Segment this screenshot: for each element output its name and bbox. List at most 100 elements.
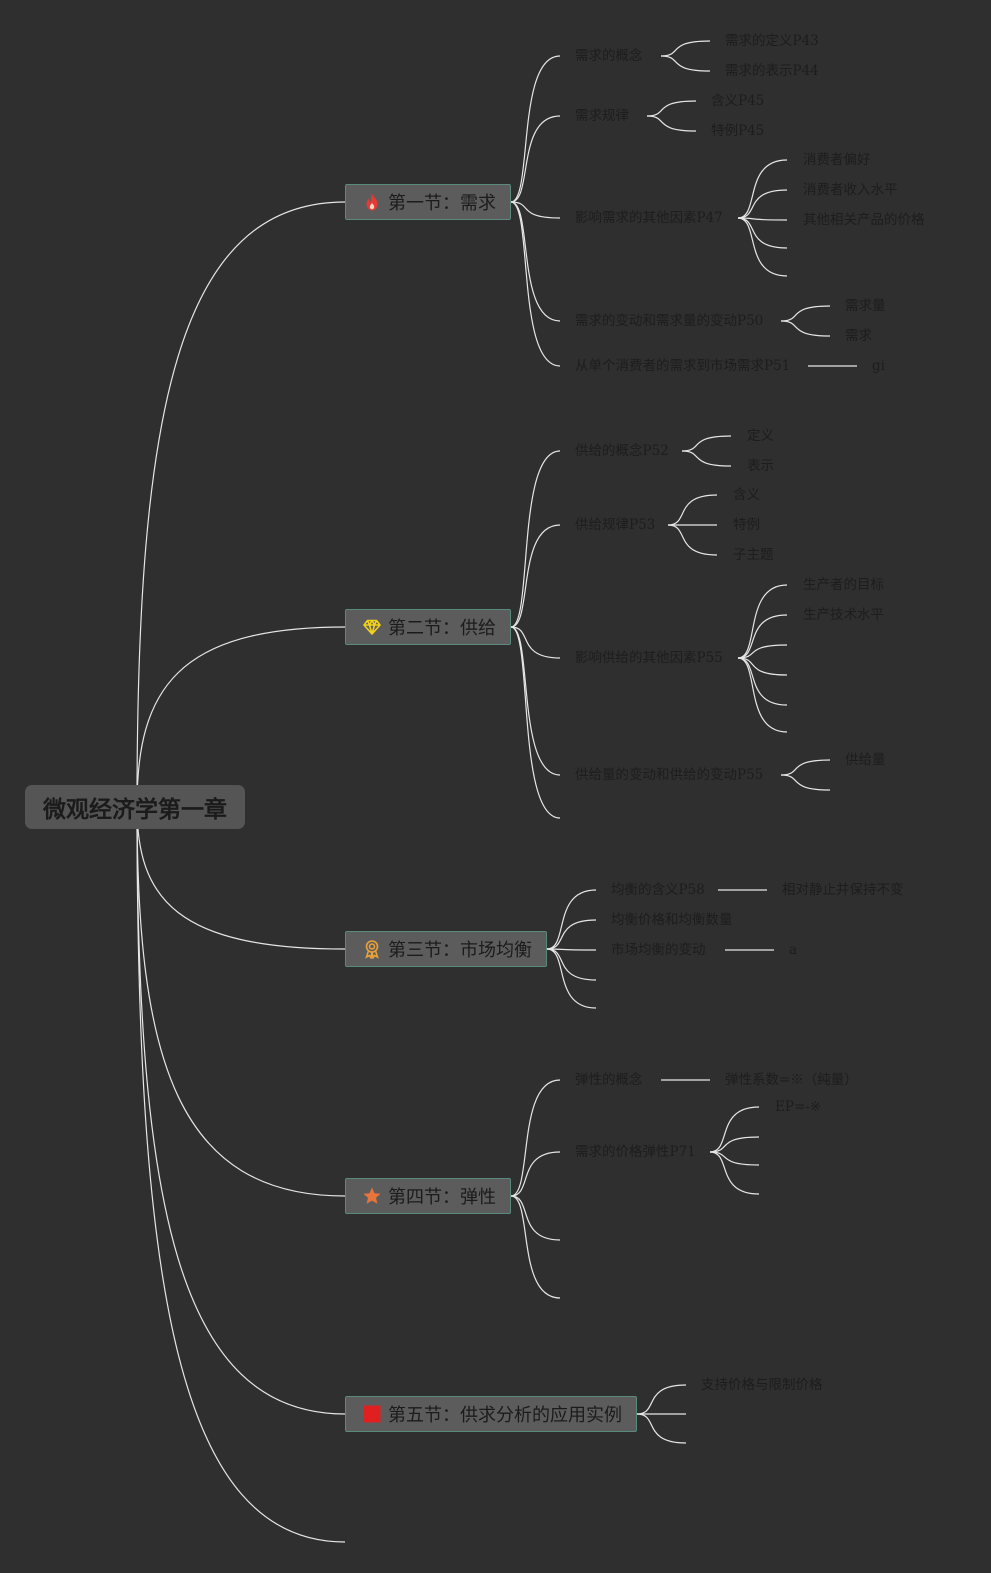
leaf-topic[interactable]: 生产技术水平: [803, 607, 884, 623]
section-connector: [510, 201, 561, 367]
root-connector: [136, 201, 346, 807]
section-connector: [546, 919, 597, 950]
connector-line: [737, 644, 788, 659]
leaf-topic[interactable]: 特例: [733, 517, 760, 533]
topic-supply-factors[interactable]: 影响供给的其他因素P55: [575, 650, 723, 666]
topic-demand-change[interactable]: 需求的变动和需求量的变动P50: [575, 313, 764, 329]
topic-price-elasticity[interactable]: 需求的价格弹性P71: [575, 1144, 696, 1160]
connector-line: [780, 305, 831, 322]
section-connector: [510, 1079, 561, 1197]
topic-supply-law[interactable]: 供给规律P53: [575, 517, 656, 533]
section-label: 第一节：需求: [388, 193, 496, 214]
section-connector: [510, 1151, 561, 1197]
topic-equilibrium-change[interactable]: 市场均衡的变动: [611, 942, 706, 958]
leaf-topic[interactable]: 需求的表示P44: [725, 63, 819, 79]
section-label: 第五节：供求分析的应用实例: [388, 1405, 622, 1426]
connector-line: [737, 217, 788, 221]
section-connector: [510, 524, 561, 628]
leaf-topic[interactable]: 特例P45: [711, 123, 765, 139]
section-label: 第三节：市场均衡: [388, 940, 532, 961]
topic-supply-concept[interactable]: 供给的概念P52: [575, 443, 669, 459]
connector-line: [737, 657, 788, 733]
connector-line: [681, 435, 732, 452]
section-connector: [546, 948, 597, 951]
connector-line: [780, 320, 831, 337]
leaf-topic[interactable]: 消费者收入水平: [803, 182, 898, 198]
section-label: 第四节：弹性: [388, 1187, 496, 1208]
leaf-topic[interactable]: a: [789, 942, 798, 958]
connector-line: [709, 1151, 760, 1166]
section-connector: [510, 115, 561, 203]
leaf-topic[interactable]: 子主题: [733, 547, 774, 563]
leaf-topic[interactable]: 含义P45: [711, 93, 765, 109]
section-node-2[interactable]: 第二节：供给: [345, 609, 511, 645]
root-topic[interactable]: 微观经济学第一章: [25, 785, 245, 829]
connector-line: [737, 189, 788, 219]
section-connector: [510, 55, 561, 203]
connector-line: [646, 115, 697, 132]
section-connector: [636, 1384, 687, 1415]
topic-demand-factors[interactable]: 影响需求的其他因素P47: [575, 210, 723, 226]
leaf-topic[interactable]: 定义: [747, 428, 774, 444]
topic-equilibrium-meaning[interactable]: 均衡的含义P58: [611, 882, 705, 898]
leaf-topic[interactable]: EP=-※: [775, 1099, 822, 1115]
section-connector: [510, 201, 561, 219]
fire-icon: [362, 192, 382, 212]
topic-market-demand[interactable]: 从单个消费者的需求到市场需求P51: [575, 358, 791, 374]
leaf-topic[interactable]: 需求的定义P43: [725, 33, 819, 49]
leaf-topic[interactable]: 表示: [747, 458, 774, 474]
connector-line: [667, 494, 718, 526]
leaf-topic[interactable]: 需求: [845, 328, 872, 344]
leaf-topic[interactable]: 需求量: [845, 298, 886, 314]
topic-elasticity-concept[interactable]: 弹性的概念: [575, 1072, 643, 1088]
section-connector: [510, 450, 561, 628]
connector-line: [681, 450, 732, 467]
connector-line: [737, 217, 788, 277]
section-label: 第二节：供给: [388, 618, 496, 639]
diamond-icon: [362, 617, 382, 637]
root-connector: [136, 805, 346, 1197]
leaf-topic[interactable]: 含义: [733, 487, 760, 503]
connector-line: [646, 100, 697, 117]
root-connector: [136, 626, 346, 807]
root-connector: [136, 805, 346, 950]
section-node-5[interactable]: 第五节：供求分析的应用实例: [345, 1396, 637, 1432]
connector-line: [709, 1136, 760, 1153]
topic-equilibrium-price[interactable]: 均衡价格和均衡数量: [611, 912, 733, 928]
topic-price-support[interactable]: 支持价格与限制价格: [701, 1377, 823, 1393]
leaf-topic[interactable]: 其他相关产品的价格: [803, 212, 925, 228]
star-icon: [362, 1186, 382, 1206]
topic-demand-concept[interactable]: 需求的概念: [575, 48, 643, 64]
connector-line: [737, 614, 788, 659]
root-connector: [136, 805, 346, 1415]
section-node-3[interactable]: 第三节：市场均衡: [345, 931, 547, 967]
topic-supply-change[interactable]: 供给量的变动和供给的变动P55: [575, 767, 764, 783]
section-connector: [546, 889, 597, 950]
section-connector: [510, 626, 561, 776]
leaf-topic[interactable]: 相对静止并保持不变: [782, 882, 904, 898]
section-connector: [510, 626, 561, 659]
connector-line: [737, 217, 788, 249]
connector-line: [660, 40, 711, 57]
connector-line: [737, 657, 788, 706]
section-connector: [510, 626, 561, 819]
leaf-topic[interactable]: 弹性系数=※（纯量）: [725, 1072, 858, 1088]
connector-line: [737, 657, 788, 676]
section-connector: [510, 201, 561, 322]
medal-icon: [362, 939, 382, 959]
section-node-4[interactable]: 第四节：弹性: [345, 1178, 511, 1214]
leaf-topic[interactable]: 消费者偏好: [803, 152, 871, 168]
root-connector: [136, 805, 346, 1543]
section-node-1[interactable]: 第一节：需求: [345, 184, 511, 220]
connector-line: [709, 1106, 760, 1153]
section-connector: [546, 948, 597, 1009]
leaf-topic[interactable]: 供给量: [845, 752, 886, 768]
leaf-topic[interactable]: gi: [872, 358, 885, 374]
section-connector: [510, 1195, 561, 1241]
connector-line: [780, 759, 831, 776]
leaf-topic[interactable]: 生产者的目标: [803, 577, 884, 593]
section-connector: [636, 1413, 687, 1444]
topic-demand-law[interactable]: 需求规律: [575, 108, 629, 124]
